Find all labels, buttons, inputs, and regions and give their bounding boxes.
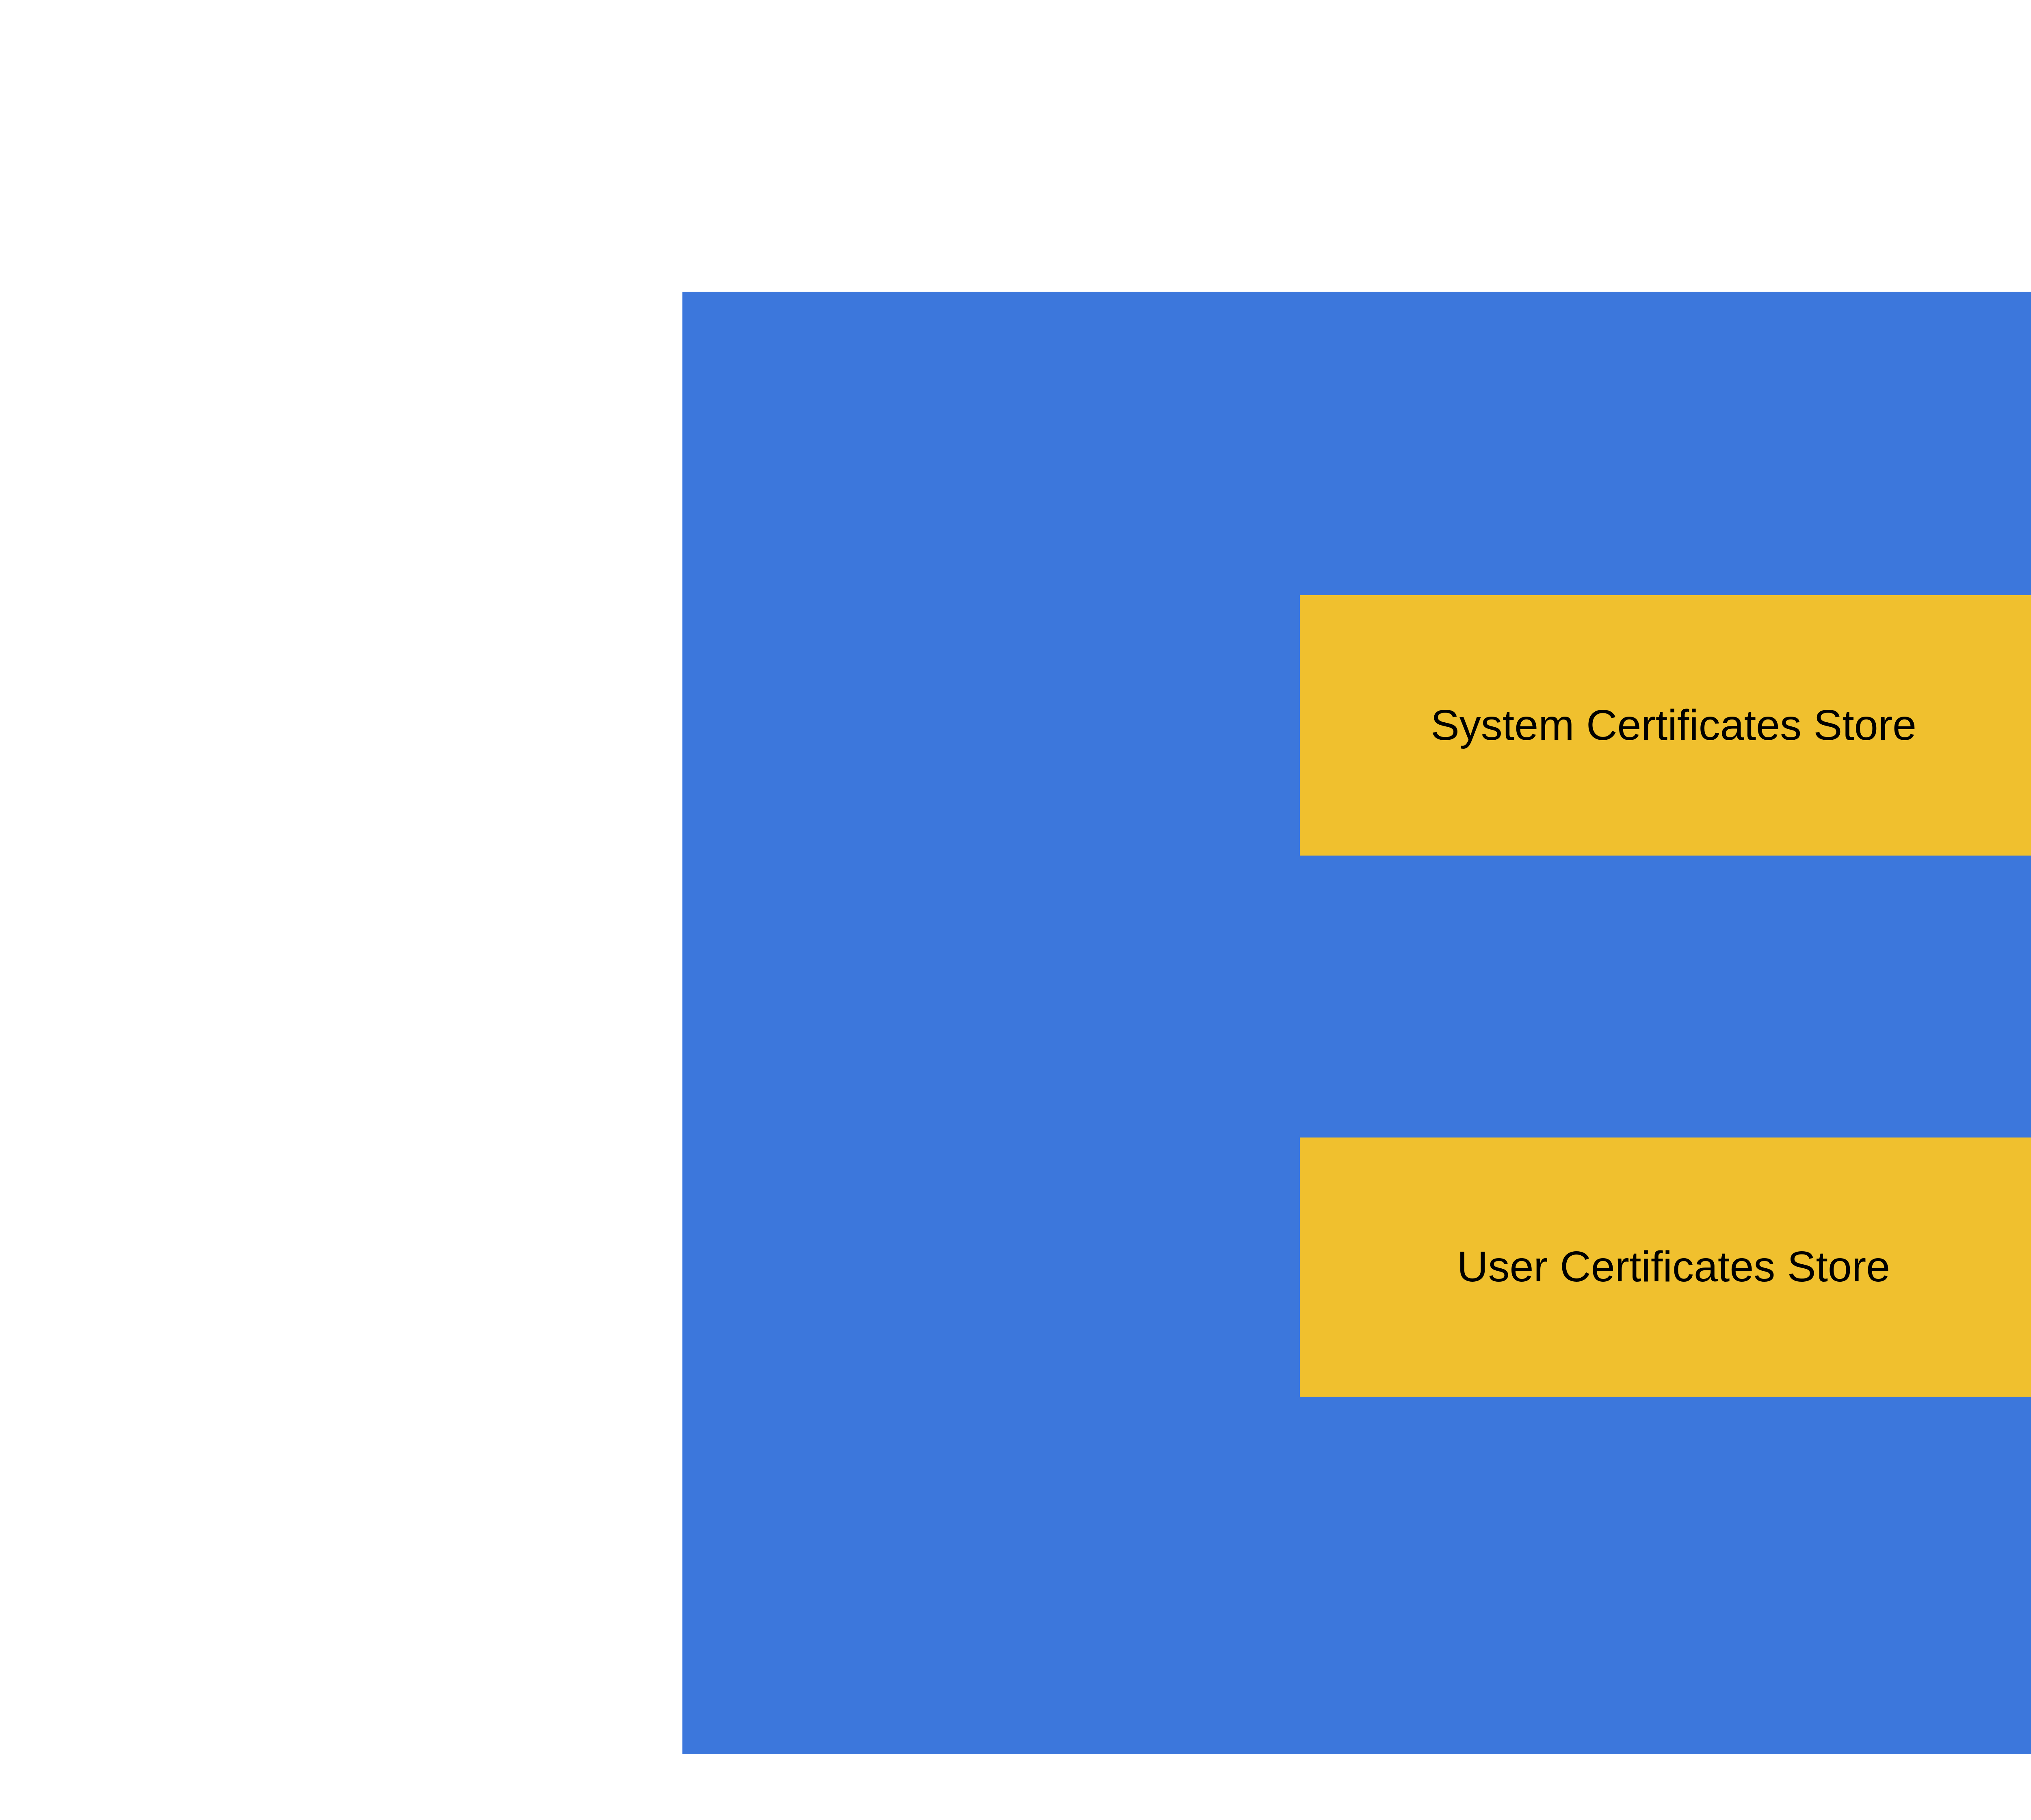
system-certificates-store-label: System Certificates Store bbox=[1431, 701, 1916, 749]
windows-client-container: Windows client bbox=[682, 292, 2031, 1754]
system-certificates-store-box[interactable]: System Certificates Store bbox=[1300, 595, 2031, 856]
user-certificates-store-label: User Certificates Store bbox=[1457, 1243, 1890, 1291]
user-certificates-store-box[interactable]: User Certificates Store bbox=[1300, 1138, 2031, 1397]
